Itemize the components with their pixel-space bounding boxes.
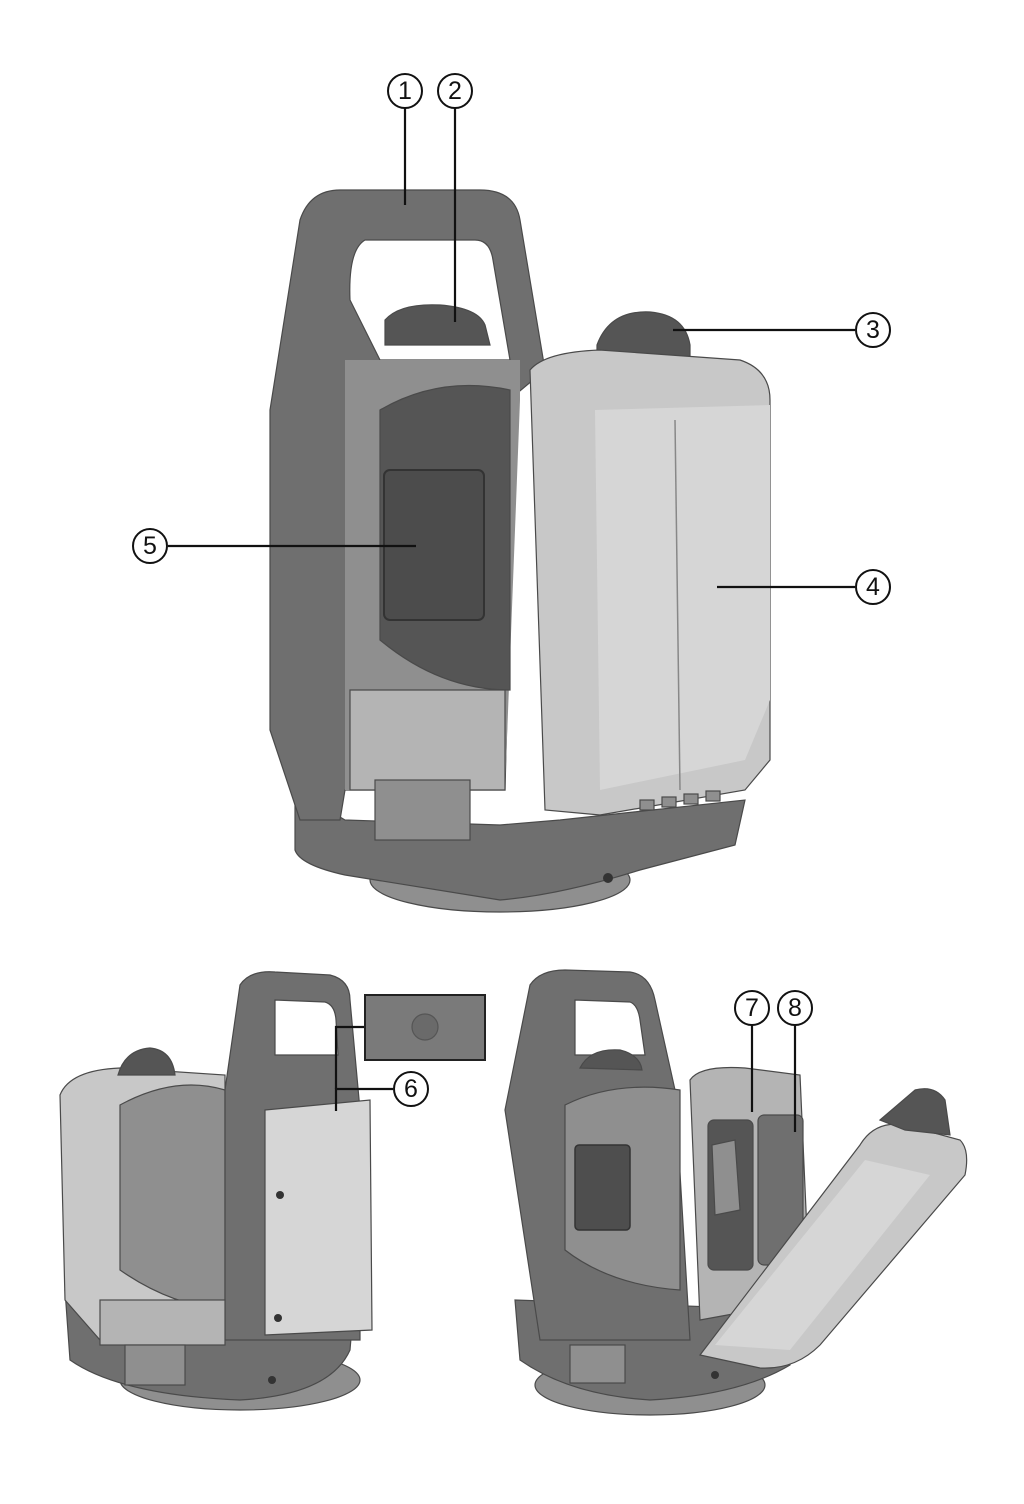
callouts: 1 2 3 4 5 6 7 8 [132,73,891,1107]
rear-device-view [59,971,486,1411]
main-device-view [269,189,771,913]
callout-7-label: 7 [745,994,759,1022]
callout-2: 2 [437,73,473,109]
callout-7: 7 [734,990,770,1026]
rear-handle-opening [274,999,339,1056]
callout-8: 8 [777,990,813,1026]
rear-cavity-floor [99,1299,226,1346]
rear-bottom-screw [268,1376,276,1384]
battery-latch [711,1139,741,1216]
callout-3: 3 [855,312,891,348]
main-front-panel [374,779,471,841]
callout-4-label: 4 [866,573,880,601]
callout-3-label: 3 [866,316,880,344]
open-bottom-screw [711,1371,719,1379]
callout-1-label: 1 [398,77,412,105]
open-top-sensor [579,1049,643,1071]
rear-face-panel [264,1099,373,1336]
main-base-body [294,788,746,901]
open-lid-face [715,1160,930,1350]
inset-detail-button [411,1013,439,1041]
callout-6: 6 [393,1071,429,1107]
callout-5-label: 5 [143,532,157,560]
callout-4: 4 [855,569,891,605]
main-side-sensor [596,311,691,361]
rear-screw-b [274,1314,282,1322]
main-cavity-floor [349,689,506,791]
main-right-housing-face [595,405,770,790]
callout-2-label: 2 [448,77,462,105]
main-right-housing-edge [674,419,681,791]
open-device-view [504,969,968,1416]
main-screw-hole [603,873,613,883]
rear-drum [119,1084,226,1311]
rear-screw-a [276,1191,284,1199]
callout-8-label: 8 [788,994,802,1022]
leader-6-inset [334,1025,364,1089]
callout-6-label: 6 [404,1075,418,1103]
main-top-sensor [384,304,491,346]
rear-front-panel [124,1344,186,1386]
open-lid-sensor [878,1088,951,1136]
open-front-panel [569,1344,626,1384]
leader-lines [168,108,855,1132]
rear-left-sensor [117,1047,176,1076]
main-connector-row [639,790,721,811]
callout-5: 5 [132,528,168,564]
open-handle-opening [574,999,646,1056]
open-scanner-window [574,1144,631,1231]
callout-1: 1 [387,73,423,109]
